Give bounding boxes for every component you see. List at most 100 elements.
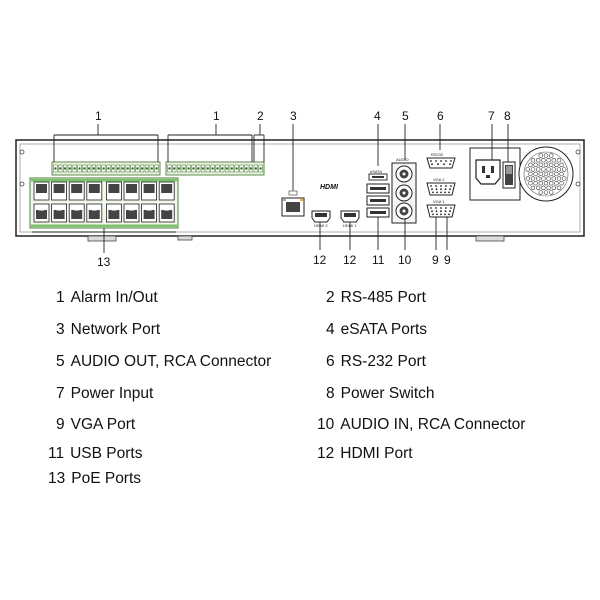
poe-port-clip (164, 208, 170, 211)
legend-num: 12 (317, 445, 335, 462)
terminal-screw (126, 167, 129, 170)
fan-hole (541, 185, 546, 191)
esata-usb-stack: eSATA (366, 169, 390, 218)
dsub-pin (450, 185, 452, 187)
hdmi-port-2-label: HDMI 2 (314, 223, 328, 228)
fan-hole (546, 167, 551, 172)
alarm-terminal-block-right (165, 161, 265, 176)
legend-num: 2 (326, 289, 335, 306)
callout-9-b: 9 (444, 253, 451, 267)
dsub-pin (436, 191, 438, 194)
poe-port-clip (39, 208, 44, 211)
fan-hole (530, 167, 536, 172)
poe-led-strip-bottom (31, 224, 177, 227)
fan-hole (528, 162, 533, 168)
dsub-pin (444, 191, 446, 194)
poe-port-clip (56, 208, 62, 211)
poe-port-clip (91, 193, 97, 196)
dsub-pin (450, 207, 452, 209)
terminal-screw (177, 167, 181, 170)
dsub-pin (444, 188, 447, 191)
dsub-pin (432, 213, 434, 216)
fan-hole (548, 153, 554, 158)
audio-rca-block: AUDIO (391, 157, 417, 224)
fan-hole (548, 181, 554, 186)
dsub-pin (444, 210, 447, 213)
fan-hole (548, 171, 554, 177)
dsub-pin (440, 188, 442, 191)
legend-num: 9 (56, 416, 65, 433)
terminal-screw (254, 167, 257, 170)
dsub-pin (431, 188, 433, 191)
fan-hole (528, 171, 533, 177)
fan-hole (548, 162, 554, 168)
fan-hole (561, 176, 567, 181)
fan-hole (533, 181, 538, 186)
network-port-led-right (300, 199, 303, 201)
network-port-led-left (283, 199, 286, 201)
fan-hole (556, 176, 562, 181)
legend-label: PoE Ports (71, 470, 142, 487)
fan-hole (559, 162, 564, 168)
fan-hole (528, 181, 533, 186)
callout-1-right: 1 (213, 109, 220, 123)
poe-port-clip (91, 208, 97, 211)
fan-hole (530, 176, 536, 181)
terminal-screw (259, 167, 262, 170)
poe-port-clip (164, 193, 170, 196)
audio-rca-mid (395, 184, 413, 202)
network-port (281, 189, 305, 217)
dsub-pin (430, 185, 432, 187)
nvr-rear-panel-diagram: HDMI HDMI 2 HDMI 1 eSATA AUDIO (15, 109, 585, 269)
callout-7: 7 (488, 109, 495, 123)
fan-hole (538, 171, 543, 177)
dsub-pin (449, 163, 451, 166)
fan-hole (543, 153, 549, 158)
fan-hole (525, 176, 530, 181)
chassis-screw-right-bottom (575, 181, 581, 187)
fan-hole (556, 167, 562, 172)
terminal-screw (245, 167, 248, 170)
terminal-screw (225, 167, 229, 170)
terminal-screw (173, 167, 176, 170)
legend-label: AUDIO IN, RCA Connector (340, 416, 526, 433)
fan-hole (543, 171, 549, 177)
terminal-screw (107, 167, 110, 170)
fan-hole (538, 181, 543, 186)
dsub-pin (431, 210, 433, 213)
fan-hole (554, 181, 559, 186)
chassis-screw-left (19, 149, 25, 155)
power-input-socket (475, 159, 501, 185)
callout-2: 2 (257, 109, 264, 123)
poe-port-jack (88, 184, 100, 193)
legend-num: 8 (326, 385, 335, 402)
poe-port-jack (126, 210, 137, 219)
fan-hole (551, 167, 556, 172)
dsub-pin (437, 163, 439, 166)
fan-hole (541, 167, 546, 172)
legend-label: USB Ports (70, 445, 143, 462)
terminal-screw (68, 167, 72, 170)
fan-hole (543, 162, 549, 168)
dsub-pin (449, 210, 451, 213)
callout-5: 5 (402, 109, 409, 123)
dsub-pin (448, 213, 450, 216)
dsub-pin (435, 160, 437, 162)
poe-port-clip (129, 193, 134, 196)
dsub-pin (435, 207, 437, 209)
fan-hole (530, 185, 536, 191)
callout-leaders (32, 124, 509, 253)
fan-hole (533, 171, 538, 177)
legend-num: 1 (56, 289, 65, 306)
poe-port-jack (143, 184, 155, 193)
fan-hole (546, 185, 551, 191)
chassis-foot-right (475, 235, 505, 242)
fan-hole (538, 153, 543, 158)
fan-hole (543, 181, 549, 186)
chassis-foot-left (87, 235, 117, 242)
fan-hole (538, 162, 543, 168)
